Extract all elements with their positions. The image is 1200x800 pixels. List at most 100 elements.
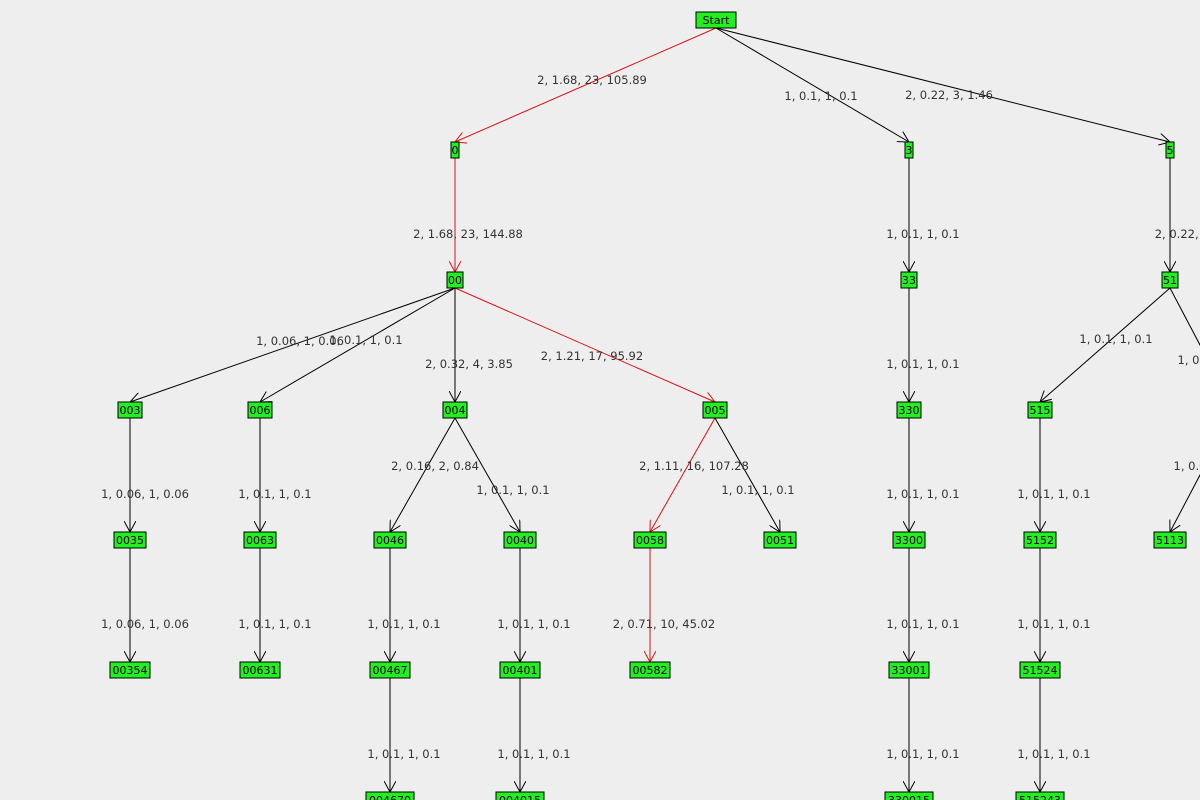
tree-node[interactable]: 3300	[892, 531, 926, 549]
node-box[interactable]	[442, 401, 468, 419]
node-box[interactable]	[365, 791, 415, 800]
edge-label: 1, 0.1, 1, 0.1	[1017, 747, 1090, 761]
tree-node[interactable]: 00631	[239, 661, 281, 679]
edge-label: 2, 0.32, 4, 3.85	[425, 357, 513, 371]
edge-label: 1, 0.06, 1, 0.06	[101, 487, 189, 501]
tree-node[interactable]: 5	[1165, 141, 1175, 159]
node-box[interactable]	[1015, 791, 1065, 800]
node-box[interactable]	[896, 401, 922, 419]
node-box[interactable]	[1161, 271, 1179, 289]
edge-label: 2, 0.22, 3, 1.46	[905, 88, 993, 102]
tree-node[interactable]: Start	[695, 11, 737, 29]
edge-label: 1, 0.1, 1, 0.1	[1017, 617, 1090, 631]
node-label: 330	[899, 404, 920, 417]
edge-label: 1, 0.1, 1, 0.1	[367, 747, 440, 761]
edge-Start-to-3	[715, 27, 909, 142]
node-box[interactable]	[373, 531, 407, 549]
node-box[interactable]	[113, 531, 147, 549]
node-box[interactable]	[243, 531, 277, 549]
node-box[interactable]	[503, 531, 537, 549]
tree-node[interactable]: 0035	[113, 531, 147, 549]
tree-node[interactable]: 0046	[373, 531, 407, 549]
tree-node[interactable]: 00401	[499, 661, 541, 679]
edge-label: 1, 0.1, 1, 0.1	[886, 487, 959, 501]
tree-node[interactable]: 0051	[763, 531, 797, 549]
tree-node[interactable]: 51	[1161, 271, 1179, 289]
node-box[interactable]	[900, 271, 918, 289]
node-box[interactable]	[239, 661, 281, 679]
edge-label: 1, 0.06, 1, 0.06	[256, 334, 344, 348]
node-box[interactable]	[633, 531, 667, 549]
edge-label: 1, 0.1, 1, 0.1	[476, 483, 549, 497]
node-label: 0040	[506, 534, 534, 547]
tree-node[interactable]: 004	[442, 401, 468, 419]
node-box[interactable]	[888, 661, 930, 679]
tree-node[interactable]: 51524	[1019, 661, 1061, 679]
node-box[interactable]	[1165, 141, 1175, 159]
tree-node[interactable]: 00	[446, 271, 464, 289]
node-box[interactable]	[904, 141, 914, 159]
node-box[interactable]	[702, 401, 728, 419]
node-box[interactable]	[695, 11, 737, 29]
tree-node[interactable]: 5113	[1153, 531, 1187, 549]
edge-label: 1, 0.1, 1, 0.1	[886, 357, 959, 371]
edge-004-to-0040	[454, 417, 520, 532]
edge-label: 1, 0.1, 1, 0.1	[886, 747, 959, 761]
node-box[interactable]	[892, 531, 926, 549]
edge-label: 1, 0.1	[1178, 353, 1200, 367]
node-label: 5152	[1026, 534, 1054, 547]
node-box[interactable]	[1027, 401, 1053, 419]
tree-node[interactable]: 3	[904, 141, 914, 159]
node-box[interactable]	[884, 791, 934, 800]
node-label: 0035	[116, 534, 144, 547]
node-label: 33001	[892, 664, 927, 677]
tree-node[interactable]: 0058	[633, 531, 667, 549]
edge-label: 1, 0.1, 1, 0.1	[784, 89, 857, 103]
node-label: 515243	[1019, 794, 1061, 800]
node-box[interactable]	[1019, 661, 1061, 679]
node-label: 3300	[895, 534, 923, 547]
node-box[interactable]	[446, 271, 464, 289]
tree-node[interactable]: 0040	[503, 531, 537, 549]
node-box[interactable]	[1153, 531, 1187, 549]
edge-label: 1, 0.1, 1, 0.1	[1017, 487, 1090, 501]
tree-node[interactable]: 330	[896, 401, 922, 419]
node-box[interactable]	[117, 401, 143, 419]
tree-node[interactable]: 00354	[109, 661, 151, 679]
node-box[interactable]	[369, 661, 411, 679]
tree-node[interactable]: 003	[117, 401, 143, 419]
edge-label: 1, 0.0	[1174, 459, 1200, 473]
node-label: 004	[445, 404, 466, 417]
edge-00-to-006	[260, 287, 456, 402]
node-box[interactable]	[495, 791, 545, 800]
tree-node[interactable]: 005	[702, 401, 728, 419]
node-box[interactable]	[763, 531, 797, 549]
tree-node[interactable]: 00467	[369, 661, 411, 679]
tree-node[interactable]: 33	[900, 271, 918, 289]
tree-node[interactable]: 0	[450, 141, 460, 159]
node-box[interactable]	[499, 661, 541, 679]
tree-node[interactable]: 5152	[1023, 531, 1057, 549]
node-box[interactable]	[247, 401, 273, 419]
tree-node[interactable]: 515	[1027, 401, 1053, 419]
node-box[interactable]	[450, 141, 460, 159]
edge-004-to-0046	[390, 417, 456, 532]
tree-node[interactable]: 515243	[1015, 791, 1065, 800]
node-label: 0063	[246, 534, 274, 547]
edge-label: 2, 1.21, 17, 95.92	[541, 349, 643, 363]
node-label: 0058	[636, 534, 664, 547]
node-box[interactable]	[1023, 531, 1057, 549]
tree-node[interactable]: 00582	[629, 661, 671, 679]
node-box[interactable]	[629, 661, 671, 679]
node-box[interactable]	[109, 661, 151, 679]
edge-label: 2, 0.22, 3,	[1155, 227, 1200, 241]
edge-label: 2, 0.71, 10, 45.02	[613, 617, 715, 631]
tree-node[interactable]: 0063	[243, 531, 277, 549]
tree-node[interactable]: 006	[247, 401, 273, 419]
tree-node[interactable]: 004015	[495, 791, 545, 800]
edge-layer	[130, 27, 1200, 792]
tree-node[interactable]: 33001	[888, 661, 930, 679]
